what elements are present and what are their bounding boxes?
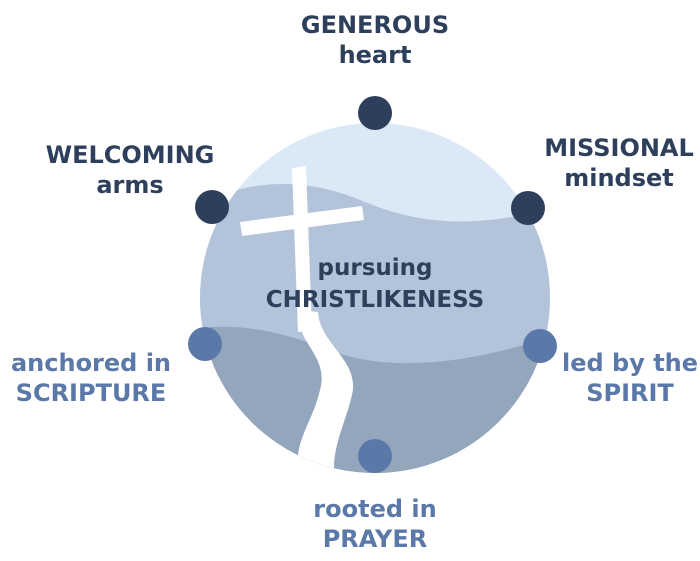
generous-line1: GENEROUS bbox=[300, 11, 450, 39]
node-dot-prayer bbox=[358, 439, 392, 473]
missional-line1: MISSIONAL bbox=[544, 134, 694, 162]
prayer-line1: rooted in bbox=[313, 495, 437, 523]
path-river-icon bbox=[297, 310, 354, 473]
center-label: pursuing CHRISTLIKENESS bbox=[225, 255, 525, 313]
node-dot-missional bbox=[511, 191, 545, 225]
prayer-line2: PRAYER bbox=[322, 525, 428, 553]
missional-line2: mindset bbox=[564, 164, 674, 192]
node-dot-welcoming bbox=[195, 190, 229, 224]
node-label-prayer: rooted in PRAYER bbox=[280, 494, 470, 554]
node-dot-scripture bbox=[188, 327, 222, 361]
generous-line2: heart bbox=[338, 41, 412, 69]
welcoming-line1: WELCOMING bbox=[45, 141, 215, 169]
center-label-line2: CHRISTLIKENESS bbox=[265, 287, 485, 313]
node-label-welcoming: WELCOMING arms bbox=[35, 140, 225, 200]
scripture-line1: anchored in bbox=[10, 349, 172, 377]
node-dot-generous bbox=[358, 96, 392, 130]
node-label-missional: MISSIONAL mindset bbox=[538, 133, 700, 193]
cross-icon bbox=[240, 166, 364, 332]
spirit-line1: led by the bbox=[561, 349, 699, 377]
center-label-line1: pursuing bbox=[317, 255, 433, 281]
spirit-line2: SPIRIT bbox=[586, 379, 674, 407]
scripture-line2: SCRIPTURE bbox=[15, 379, 167, 407]
node-label-scripture: anchored in SCRIPTURE bbox=[2, 348, 180, 408]
node-label-spirit: led by the SPIRIT bbox=[560, 348, 700, 408]
welcoming-line2: arms bbox=[96, 171, 164, 199]
node-dot-spirit bbox=[523, 329, 557, 363]
node-label-generous: GENEROUS heart bbox=[275, 10, 475, 70]
